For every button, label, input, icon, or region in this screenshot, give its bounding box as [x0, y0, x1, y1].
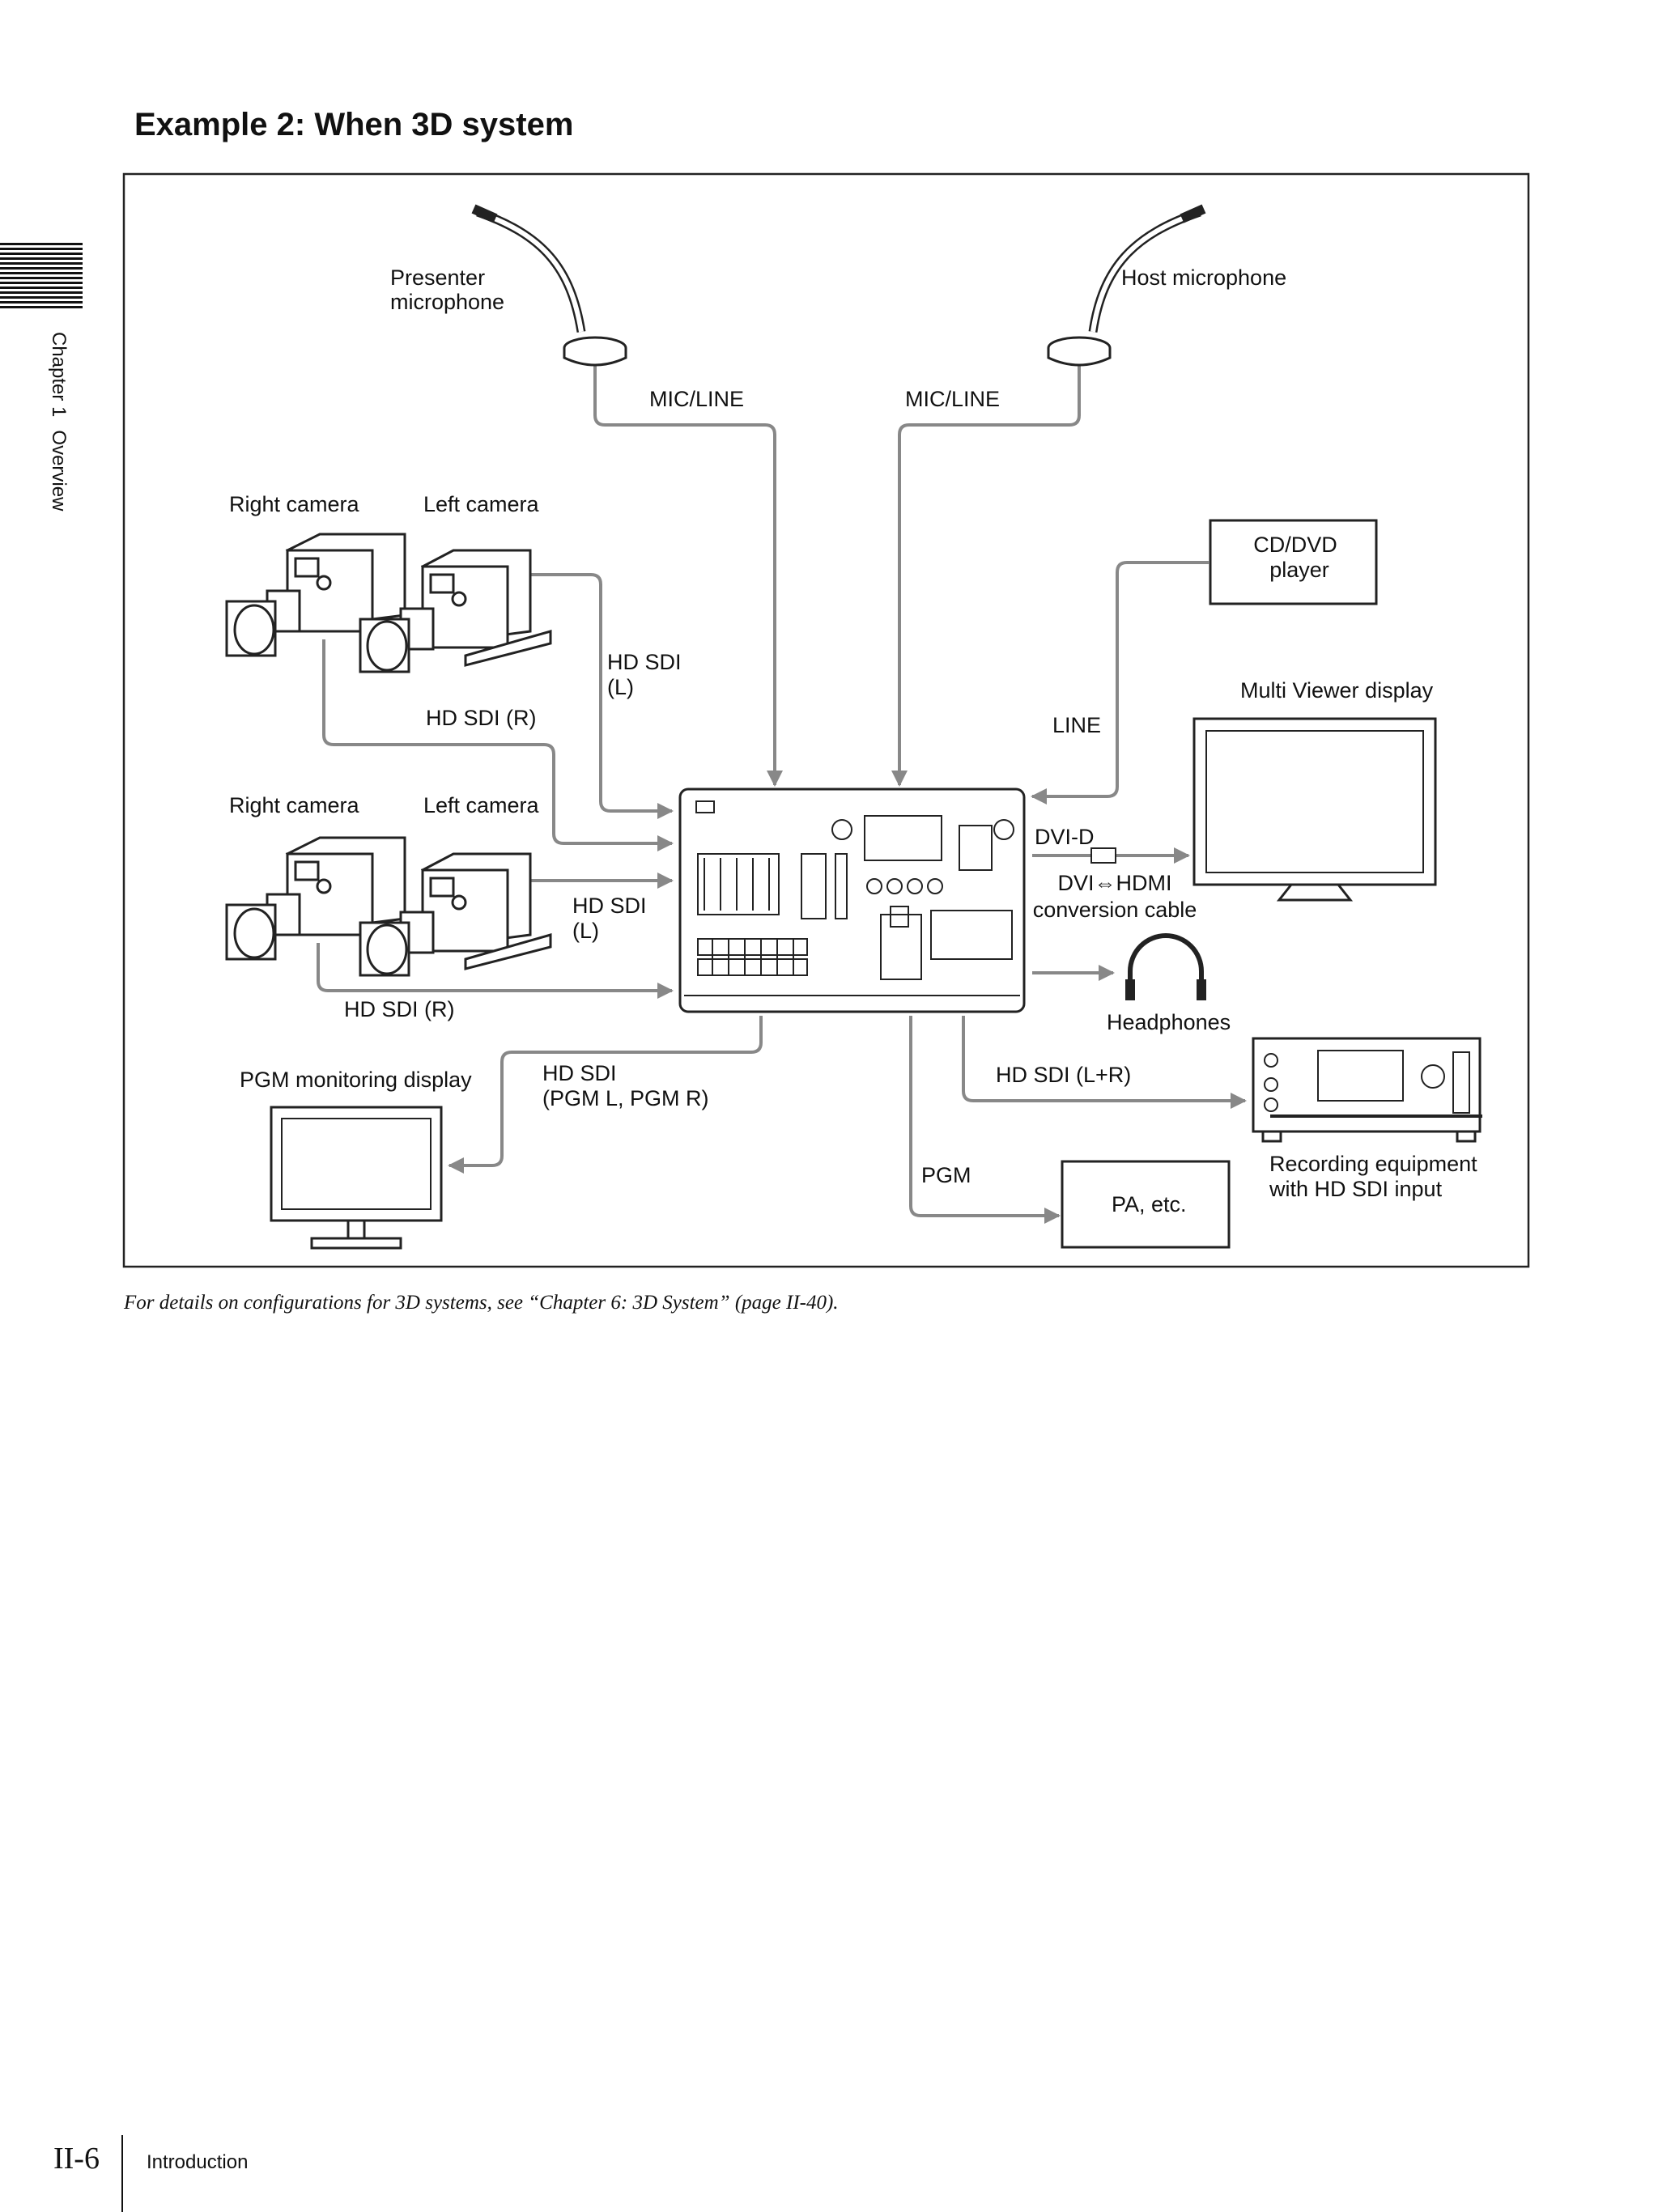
pgm-monitor-label: PGM monitoring display [240, 1068, 472, 1092]
wire-pa [909, 1016, 1061, 1224]
multi-viewer-display-icon [1192, 717, 1437, 902]
section-name: Introduction [147, 2151, 249, 2173]
dvi-d-label: DVI-D [1035, 825, 1095, 849]
host-microphone-icon [1047, 204, 1206, 367]
wire-presenter-mic [593, 364, 783, 787]
hd-sdi-r-label: HD SDI (R) [344, 997, 455, 1021]
mic-line-label: MIC/LINE [649, 387, 744, 411]
recorder-icon [1252, 1037, 1482, 1143]
hd-sdi-lr-label: HD SDI (L+R) [996, 1063, 1131, 1087]
pgm-label: PGM [921, 1163, 971, 1187]
pa-box [1061, 1160, 1231, 1249]
line-label: LINE [1052, 713, 1101, 737]
footer-divider [121, 2135, 123, 2212]
configuration-note: For details on configurations for 3D sys… [124, 1292, 839, 1314]
pa-label: PA, etc. [1112, 1192, 1187, 1216]
pgm-monitor-icon [270, 1106, 443, 1250]
left-camera-label: Left camera [423, 492, 540, 516]
left-camera-label: Left camera [423, 793, 540, 817]
right-camera-icon [225, 533, 406, 657]
page-heading: Example 2: When 3D system [134, 107, 574, 142]
hd-sdi-r-label: HD SDI (R) [426, 706, 537, 730]
dvi-hdmi-adapter [1090, 847, 1116, 864]
wire-left-camera-1 [530, 573, 674, 819]
headphones-label: Headphones [1107, 1010, 1231, 1034]
diagram-frame [122, 172, 1530, 1268]
right-camera-label: Right camera [229, 492, 360, 516]
wire-pgm-monitor [448, 1016, 763, 1174]
wire-right-camera-1 [322, 639, 674, 851]
chapter-tab-marker [0, 243, 83, 312]
headphones-icon [1125, 933, 1206, 1000]
left-camera-icon [359, 549, 552, 673]
mic-line-label: MIC/LINE [905, 387, 1000, 411]
wire-right-camera-2 [317, 943, 674, 999]
right-camera-icon [225, 836, 406, 961]
page-number: II-6 [53, 2142, 100, 2176]
hd-sdi-pgm-label: HD SDI(PGM L, PGM R) [542, 1061, 709, 1110]
video-switcher-icon [678, 788, 1026, 1013]
left-camera-icon [359, 852, 552, 977]
host-microphone-label: Host microphone [1121, 265, 1286, 290]
hd-sdi-l-label: HD SDI(L) [607, 650, 682, 699]
multi-viewer-label: Multi Viewer display [1240, 678, 1434, 703]
connection-wires [317, 364, 1247, 1224]
cd-dvd-player-box [1209, 519, 1378, 605]
right-camera-label: Right camera [229, 793, 360, 817]
wire-host-mic [891, 364, 1081, 787]
wire-recorder [962, 1016, 1247, 1109]
hd-sdi-l-label: HD SDI(L) [572, 894, 647, 943]
wire-cd-dvd [1031, 561, 1209, 805]
presenter-microphone-icon [471, 204, 627, 367]
